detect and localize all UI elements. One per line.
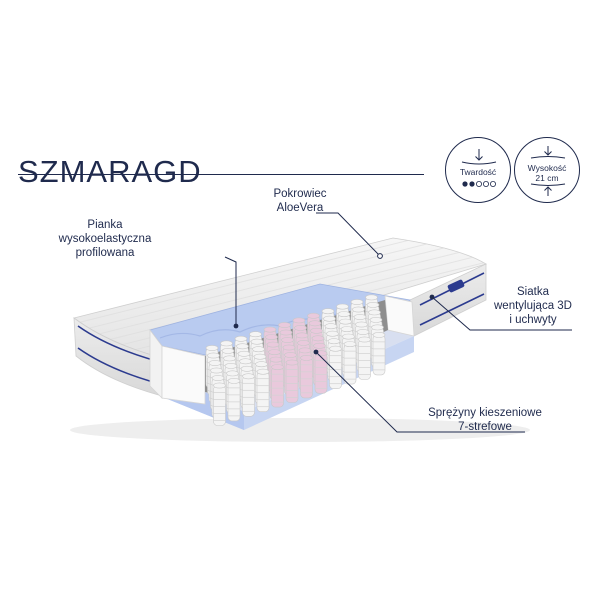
spring-pocket: [227, 377, 241, 422]
spring-pocket: [213, 382, 226, 426]
height-badge: Wysokość 21 cm: [514, 137, 580, 203]
springs-callout-line1: Sprężyny kieszeniowe: [428, 407, 542, 419]
title-divider: [18, 174, 424, 175]
hardness-badge: Twardość: [445, 137, 511, 203]
hardness-dot-5: [490, 181, 497, 188]
foam-callout-line: [224, 256, 237, 326]
hardness-dot-2: [469, 181, 475, 187]
mattress-label-tag: [447, 279, 465, 293]
mesh-callout: Siatka wentylująca 3D i uchwyty: [478, 285, 588, 327]
mesh-callout-line1: Siatka: [517, 286, 549, 298]
spring-pocket: [329, 345, 342, 390]
arrow-down-pressure-icon: [461, 149, 497, 165]
hardness-dot-3: [475, 181, 482, 188]
hardness-level-dots: [462, 181, 497, 188]
height-label: Wysokość: [527, 163, 567, 173]
foam-edge-right: [384, 295, 415, 337]
foam-callout-line1: Pianka: [87, 219, 123, 231]
cover-callout-line2: AloeVera: [276, 202, 324, 214]
cover-callout-line: [316, 212, 381, 257]
spring-pocket: [343, 341, 357, 385]
spring-pocket: [285, 359, 299, 403]
floor-shadow: [70, 418, 530, 442]
product-title: SZMARAGD: [18, 153, 202, 189]
spring-pocket: [300, 354, 313, 399]
pocket-springs: [205, 294, 386, 426]
cover-callout: Pokrowiec AloeVera: [250, 187, 350, 215]
spring-pocket: [358, 336, 371, 380]
cover-callout-line1: Pokrowiec: [273, 188, 327, 200]
hardness-label: Twardość: [459, 167, 497, 177]
height-value: 21 cm: [535, 173, 559, 183]
foam-callout-line3: profilowana: [75, 247, 135, 259]
springs-callout-line: [315, 351, 525, 433]
hardness-dot-4: [483, 181, 490, 188]
spring-pocket: [256, 368, 270, 413]
height-arrows-icon: [530, 146, 566, 196]
foam-callout: Pianka wysokoelastyczna profilowana: [40, 218, 170, 260]
foam-edge-front: [161, 345, 206, 405]
springs-callout-line2: 7-strefowe: [458, 421, 512, 433]
spring-pocket: [271, 364, 284, 408]
mesh-callout-line2: wentylująca 3D: [494, 300, 572, 312]
mesh-callout-line3: i uchwyty: [509, 314, 557, 326]
spring-pocket: [242, 373, 255, 417]
springs-callout: Sprężyny kieszeniowe 7-strefowe: [400, 406, 570, 434]
foam-callout-line2: wysokoelastyczna: [58, 233, 152, 245]
mesh-callout-line: [431, 296, 572, 331]
spring-pocket: [372, 331, 386, 376]
hardness-dot-1: [462, 181, 468, 187]
